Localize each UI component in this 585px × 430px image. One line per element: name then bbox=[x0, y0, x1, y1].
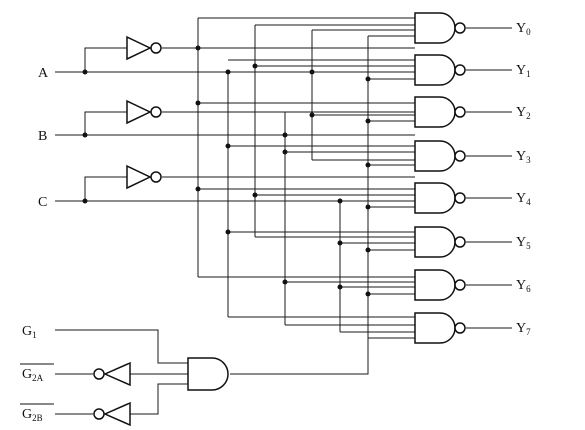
enable-labels: G1 G2A G2B bbox=[20, 324, 54, 423]
not-gate-g2a bbox=[93, 361, 131, 387]
output-labels: Y0 Y1 Y2 Y3 Y4 Y5 Y6 Y7 bbox=[516, 21, 531, 337]
output-label-y6: Y6 bbox=[516, 278, 531, 294]
enable-label-g1: G1 bbox=[22, 324, 37, 340]
output-label-y7: Y7 bbox=[516, 321, 531, 337]
nand-gate-y2 bbox=[414, 96, 466, 128]
output-label-y4: Y4 bbox=[516, 191, 531, 207]
output-label-y2: Y2 bbox=[516, 105, 531, 121]
nand-gate-y3 bbox=[414, 140, 466, 172]
not-gate-a bbox=[126, 35, 162, 61]
input-label-b: B bbox=[38, 129, 47, 144]
enable-label-g2b: G2B bbox=[22, 407, 43, 423]
input-label-a: A bbox=[38, 66, 49, 81]
junction-dots bbox=[82, 45, 371, 297]
nand-gate-y7 bbox=[414, 312, 466, 344]
input-inverters bbox=[126, 35, 162, 190]
enable-and-gate bbox=[187, 357, 229, 391]
nand-gate-y0 bbox=[414, 12, 466, 44]
not-gate-b bbox=[126, 99, 162, 125]
enable-inverters bbox=[93, 361, 131, 427]
output-label-y3: Y3 bbox=[516, 149, 531, 165]
output-label-y1: Y1 bbox=[516, 63, 531, 79]
not-gate-c bbox=[126, 164, 162, 190]
nand-gate-y4 bbox=[414, 182, 466, 214]
nand-gate-y1 bbox=[414, 54, 466, 86]
enable-label-g2a: G2A bbox=[22, 367, 44, 383]
nand-gate-y6 bbox=[414, 269, 466, 301]
wires bbox=[55, 17, 512, 415]
output-label-y0: Y0 bbox=[516, 21, 531, 37]
not-gate-g2b bbox=[93, 401, 131, 427]
nand-gate-y5 bbox=[414, 226, 466, 258]
nand-gates bbox=[414, 12, 466, 344]
output-label-y5: Y5 bbox=[516, 235, 531, 251]
input-labels: A B C bbox=[38, 66, 49, 210]
input-label-c: C bbox=[38, 195, 47, 210]
